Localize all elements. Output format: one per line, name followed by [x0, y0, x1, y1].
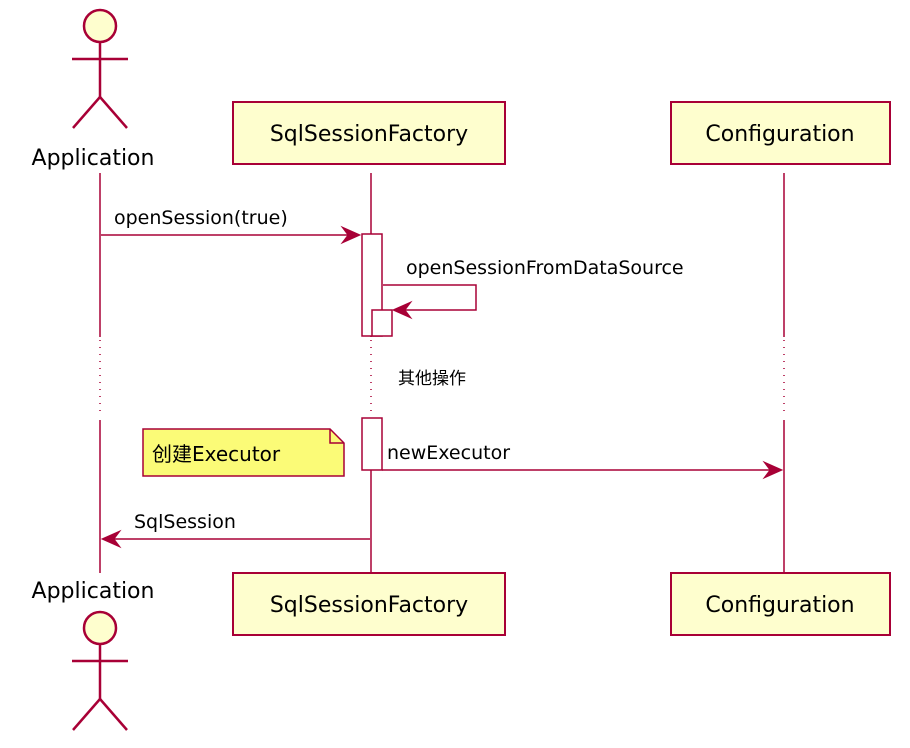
- arrowhead-icon: [762, 460, 784, 480]
- divider-label: 其他操作: [398, 369, 466, 389]
- note-create-executor: 创建Executor: [142, 428, 345, 477]
- participant-application-top-label: Application: [32, 146, 155, 171]
- participant-configuration-bottom: Configuration: [670, 572, 891, 636]
- message-return-session: SqlSession: [100, 511, 370, 549]
- participant-configuration-top-label: Configuration: [705, 122, 854, 147]
- arrowhead-icon: [391, 300, 413, 320]
- message-open-from-datasource: openSessionFromDataSource: [383, 257, 684, 320]
- arrowhead-icon: [100, 529, 122, 549]
- note-label: 创建Executor: [152, 442, 281, 466]
- message-new-executor-label: newExecutor: [387, 442, 510, 464]
- message-open-session-label: openSession(true): [114, 207, 288, 229]
- participant-sqlsessionfactory-top-label: SqlSessionFactory: [270, 122, 468, 147]
- activation-bar-factory: [361, 233, 383, 471]
- message-open-session: openSession(true): [101, 207, 362, 245]
- actor-application-top: [72, 8, 128, 129]
- participant-configuration-top: Configuration: [670, 101, 891, 165]
- message-return-session-label: SqlSession: [134, 511, 236, 533]
- participant-sqlsessionfactory-top: SqlSessionFactory: [232, 101, 506, 165]
- arrowhead-icon: [340, 225, 362, 245]
- message-new-executor: newExecutor: [382, 442, 784, 480]
- message-open-from-datasource-label: openSessionFromDataSource: [406, 257, 684, 279]
- activation-bar-nested: [371, 309, 393, 337]
- participant-sqlsessionfactory-bottom-label: SqlSessionFactory: [270, 593, 468, 618]
- actor-application-bottom: [72, 610, 128, 731]
- participant-application-bottom-label: Application: [32, 579, 155, 604]
- actor-head-icon: [82, 610, 118, 646]
- participant-sqlsessionfactory-bottom: SqlSessionFactory: [232, 572, 506, 636]
- participant-configuration-bottom-label: Configuration: [705, 593, 854, 618]
- actor-head-icon: [82, 8, 118, 44]
